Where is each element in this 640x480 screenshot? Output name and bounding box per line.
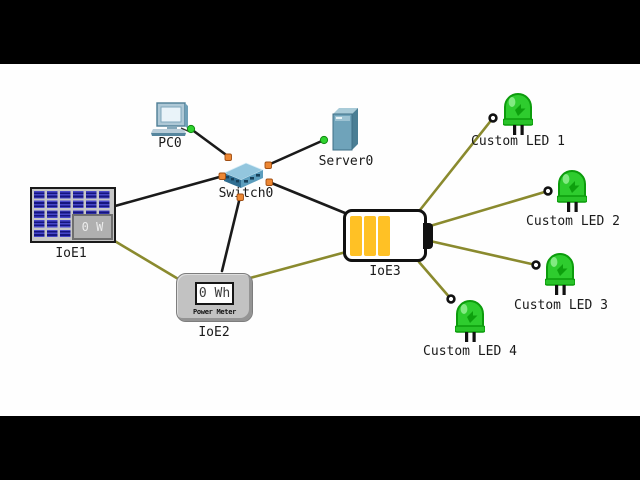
battery-terminal: [423, 223, 433, 249]
server-tower-icon: [332, 108, 358, 151]
link-ioe1-switch0[interactable]: [113, 174, 225, 208]
device-switch0[interactable]: Switch0: [218, 160, 282, 202]
ioe2-energy-display: 0 Wh: [195, 282, 234, 305]
device-led2[interactable]: Custom LED 2: [526, 170, 620, 228]
iot-connector-ring: [488, 113, 498, 123]
device-led1[interactable]: Custom LED 1: [471, 93, 565, 148]
device-label-led2: Custom LED 2: [526, 214, 620, 229]
device-ioe2[interactable]: 0 Wh Power Meter IoE2: [176, 273, 253, 339]
iot-connector-ring: [543, 186, 553, 196]
device-ioe1[interactable]: 0 W IoE1: [30, 187, 116, 261]
device-label-led1: Custom LED 1: [471, 134, 565, 149]
device-label-led4: Custom LED 4: [423, 344, 517, 359]
iot-connector-ring: [531, 260, 541, 270]
device-pc0[interactable]: PC0: [151, 102, 191, 150]
solar-panel-icon: 0 W: [30, 187, 116, 243]
green-led-icon: [454, 300, 486, 342]
device-label-switch0: Switch0: [218, 186, 274, 201]
battery-bar: [350, 216, 362, 256]
power-meter-icon: 0 Wh Power Meter: [176, 273, 253, 322]
link-ioe3-led1[interactable]: [418, 116, 495, 212]
desktop-pc-icon: [151, 102, 191, 136]
device-label-ioe1: IoE1: [55, 246, 87, 261]
device-led4[interactable]: Custom LED 4: [423, 300, 517, 358]
network-switch-icon: [222, 162, 265, 188]
battery-icon: [343, 209, 433, 262]
battery-bar: [364, 216, 376, 256]
device-led3[interactable]: Custom LED 3: [514, 253, 608, 312]
letterbox-top: [0, 0, 640, 64]
green-led-icon: [502, 93, 534, 135]
ioe1-power-display: 0 W: [72, 214, 113, 240]
device-label-ioe2: IoE2: [198, 325, 230, 340]
iot-connector-ring: [446, 294, 456, 304]
letterbox-bottom: [0, 416, 640, 480]
link-ioe2-switch0[interactable]: [220, 195, 242, 273]
link-ioe2-ioe3[interactable]: [248, 250, 348, 280]
link-pc0-switch0[interactable]: [189, 127, 231, 159]
device-label-server0: Server0: [318, 154, 374, 169]
workspace-canvas[interactable]: PC0 Switch0 Server0: [0, 64, 640, 416]
device-server0[interactable]: Server0: [319, 108, 373, 170]
link-ioe3-led3[interactable]: [428, 239, 538, 267]
green-led-icon: [556, 170, 588, 212]
device-ioe3[interactable]: IoE3: [343, 209, 433, 279]
battery-bar: [378, 216, 390, 256]
device-label-led3: Custom LED 3: [514, 298, 608, 313]
device-label-ioe3: IoE3: [369, 264, 401, 279]
device-label-pc0: PC0: [158, 136, 182, 151]
power-meter-caption: Power Meter: [192, 308, 237, 316]
green-led-icon: [544, 253, 576, 295]
